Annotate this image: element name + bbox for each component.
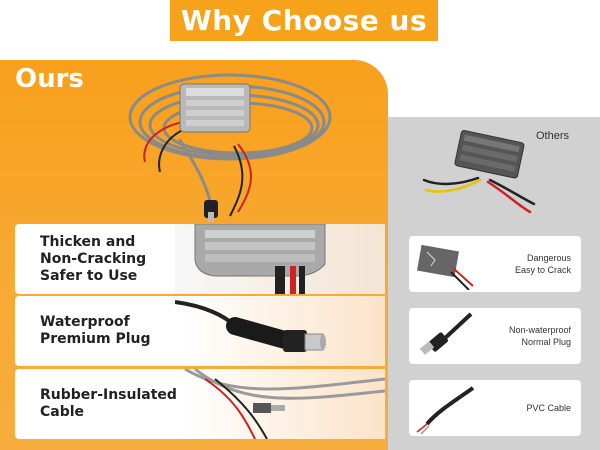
other-text: Non-waterproof Normal Plug bbox=[509, 308, 571, 364]
other-line: Non-waterproof bbox=[508, 325, 571, 335]
feature-line: Cable bbox=[40, 404, 85, 420]
other-card-pvc: PVC Cable bbox=[409, 380, 581, 436]
other-line: Dangerous bbox=[526, 253, 571, 263]
waterproof-plug-image bbox=[175, 300, 326, 352]
thick-housing-image bbox=[175, 224, 385, 294]
feature-card-waterproof: Waterproof Premium Plug bbox=[15, 296, 385, 366]
ours-title: Ours bbox=[15, 64, 84, 94]
normal-plug-image bbox=[419, 312, 473, 355]
feature-text: Rubber-Insulated Cable bbox=[40, 369, 200, 439]
feature-text: Waterproof Premium Plug bbox=[40, 296, 200, 366]
other-card-plug: Non-waterproof Normal Plug bbox=[409, 308, 581, 364]
rubber-cable-image bbox=[184, 369, 385, 439]
others-product-image bbox=[422, 130, 536, 214]
feature-line: Thicken and bbox=[40, 233, 136, 250]
others-title: Others bbox=[536, 130, 570, 142]
other-line: Normal Plug bbox=[521, 337, 571, 347]
other-card-crack: Dangerous Easy to Crack bbox=[409, 236, 581, 292]
feature-line: Rubber-Insulated bbox=[40, 387, 177, 403]
other-line: Easy to Crack bbox=[514, 265, 571, 275]
feature-card-thicken: Thicken and Non-Cracking Safer to Use bbox=[15, 224, 385, 294]
feature-text: Thicken and Non-Cracking Safer to Use bbox=[40, 224, 200, 294]
header-banner: Why Choose us bbox=[170, 0, 438, 41]
other-line: PVC Cable bbox=[526, 403, 571, 413]
other-text: PVC Cable bbox=[526, 380, 571, 436]
feature-line: Premium Plug bbox=[40, 331, 151, 347]
ours-product-image bbox=[128, 73, 332, 222]
feature-line: Safer to Use bbox=[40, 267, 138, 284]
header-title: Why Choose us bbox=[180, 4, 428, 37]
feature-card-rubber: Rubber-Insulated Cable bbox=[15, 369, 385, 439]
cracked-housing-image bbox=[417, 244, 474, 290]
feature-line: Non-Cracking bbox=[40, 250, 147, 267]
feature-line: Waterproof bbox=[40, 314, 130, 330]
pvc-cable-image bbox=[416, 386, 475, 434]
other-text: Dangerous Easy to Crack bbox=[515, 236, 571, 292]
